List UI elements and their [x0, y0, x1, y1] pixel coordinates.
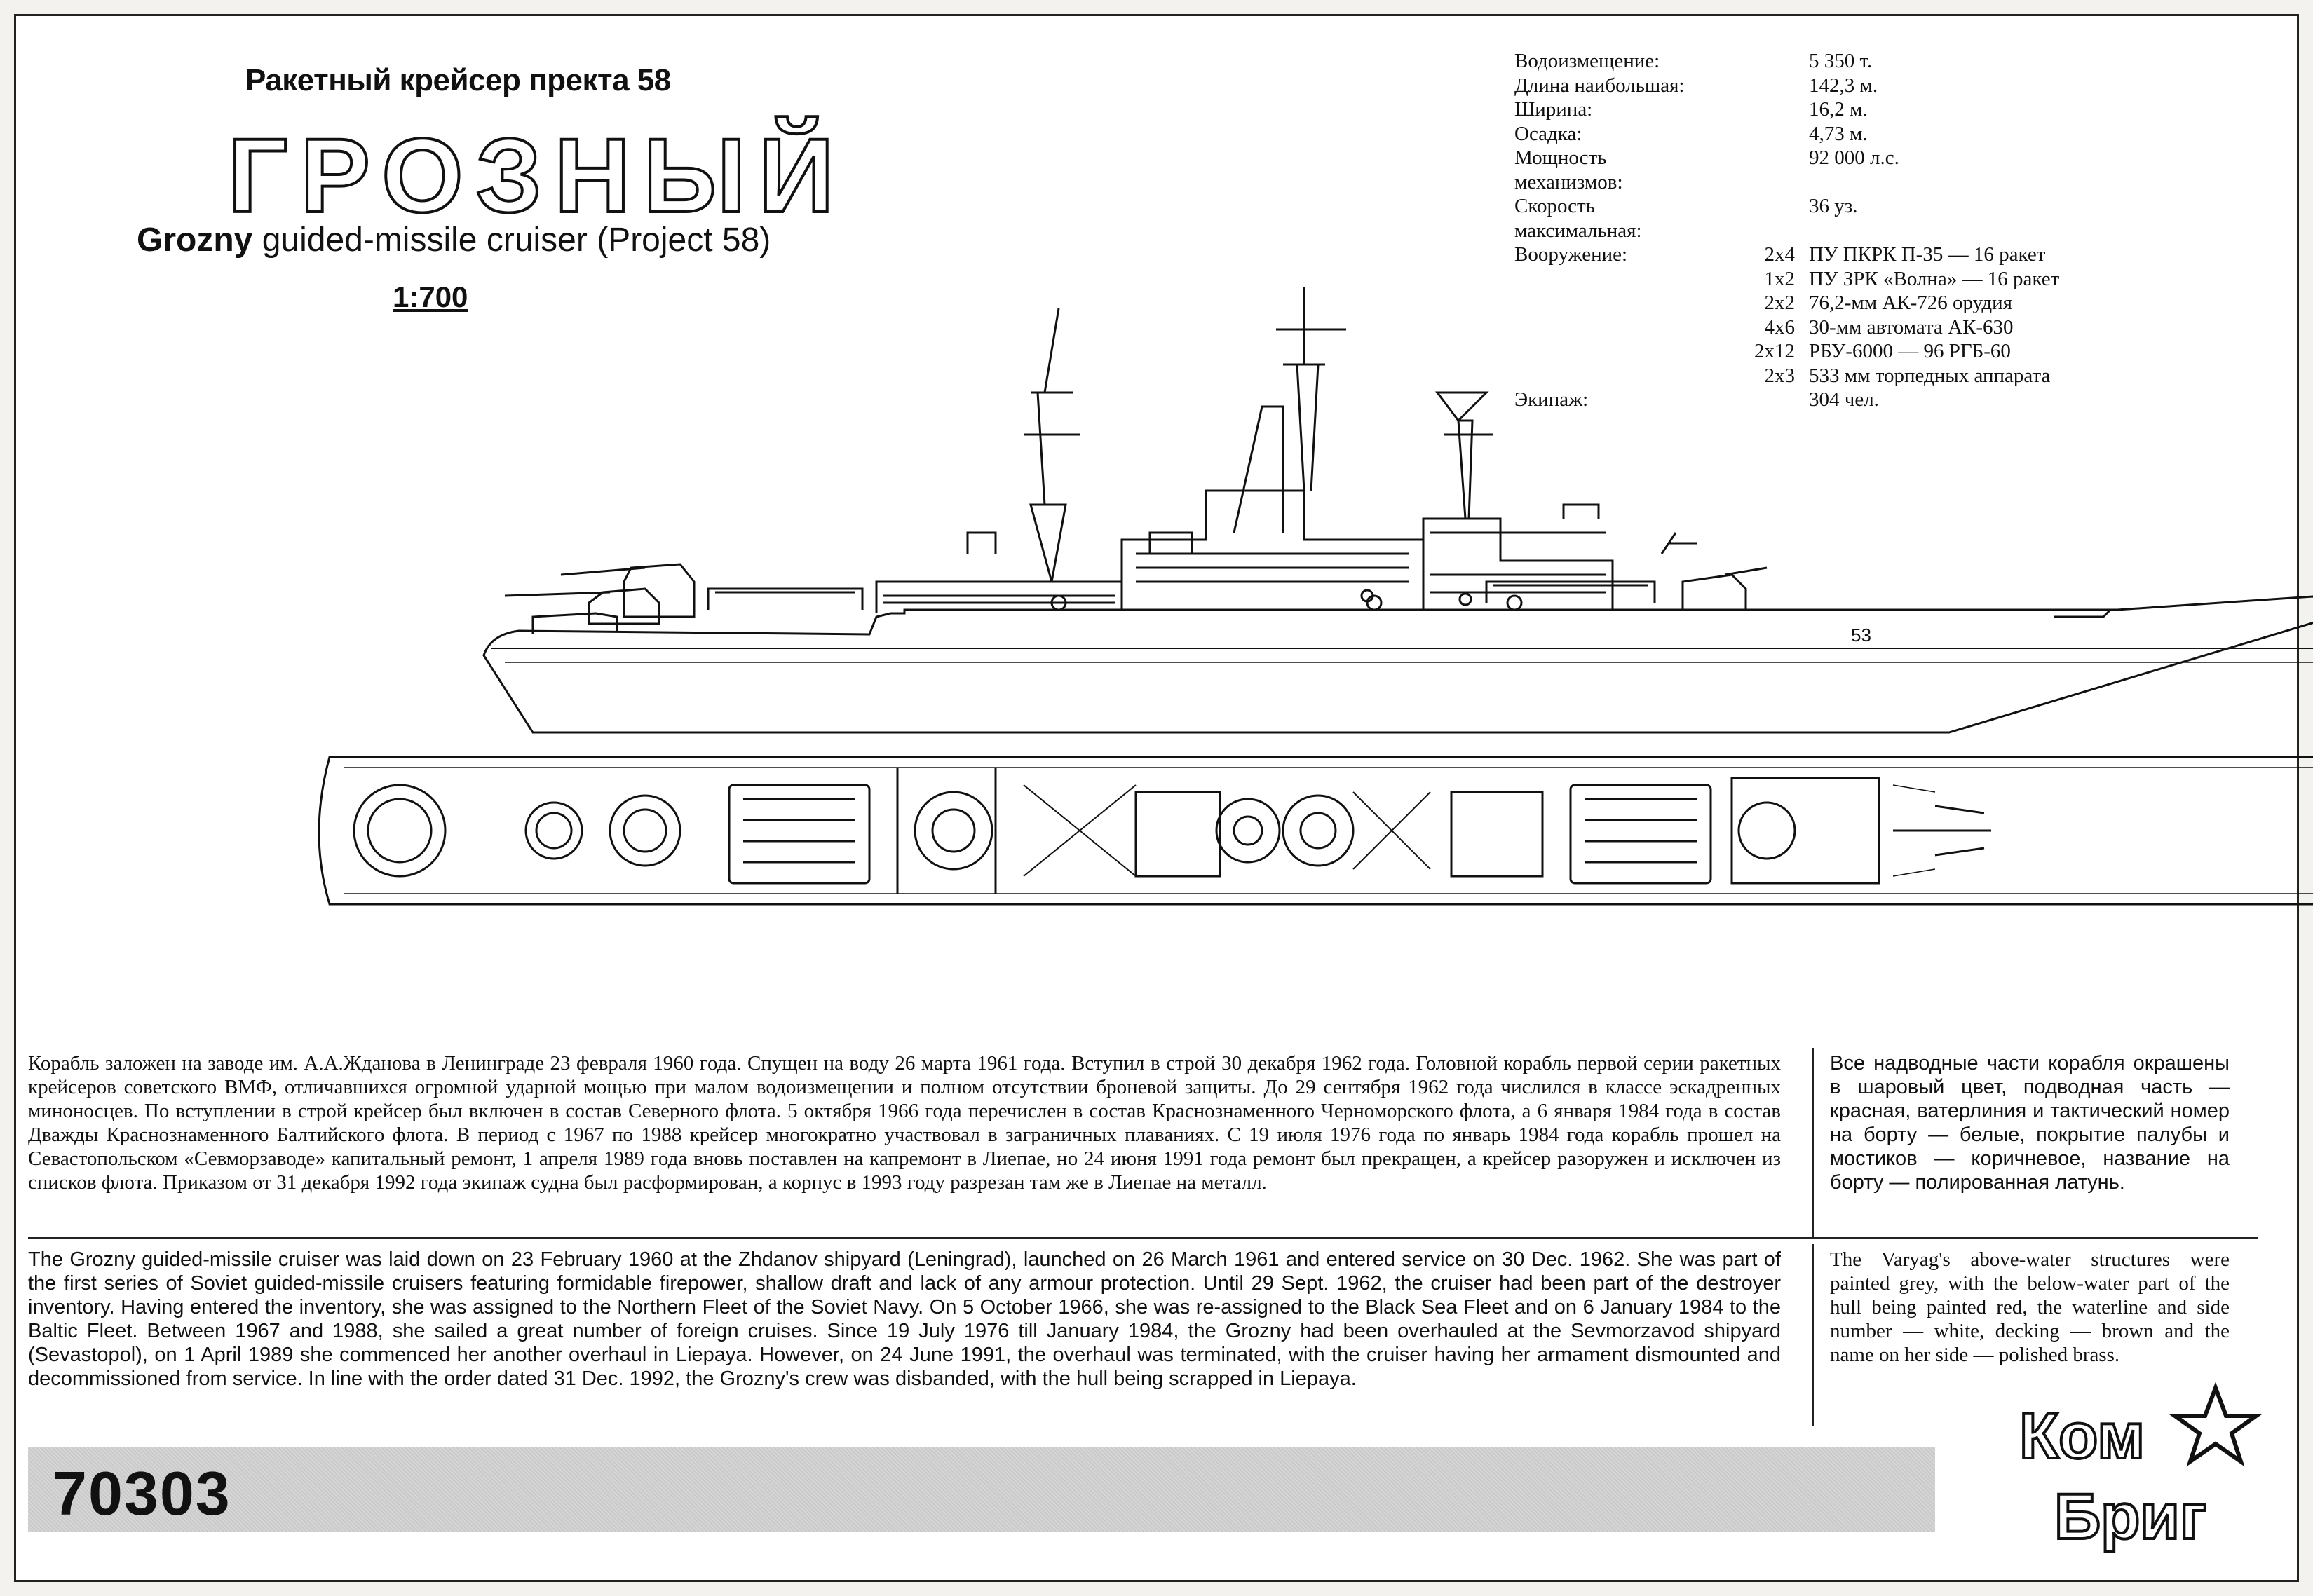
mast-fwd [1276, 287, 1346, 491]
paint-ru: Все надводные части корабля окрашены в ш… [1830, 1052, 2230, 1194]
spec-value: 142,3 м. [1809, 74, 1878, 97]
brand-top: Ком [2019, 1400, 2145, 1472]
spec-label: Водоизмещение: [1514, 50, 1660, 72]
launcher-aft [707, 587, 864, 610]
spec-row: Длина наибольшая: 142,3 м. [1514, 74, 2103, 98]
deck-outline [318, 756, 2313, 906]
spec-row: Ширина: 16,2 м. [1514, 97, 2103, 122]
history-en: The Grozny guided-missile cruiser was la… [28, 1248, 1781, 1390]
turret-aft [531, 612, 618, 634]
star-icon [2168, 1382, 2263, 1467]
spec-qty: 1x2 [1764, 267, 1796, 290]
spec-value: РБУ-6000 — 96 РГБ-60 [1809, 340, 2011, 362]
hull-side [482, 595, 2313, 734]
launcher-fwd-plan [1569, 784, 1712, 885]
spec-value: ПУ ЗРК «Волна» — 16 ракет [1809, 267, 2060, 290]
superstructure-mid [1120, 489, 1425, 610]
spec-label: Ширина: [1514, 98, 1593, 121]
brand-bottom: Бриг [2054, 1481, 2206, 1553]
spec-row: 2x2 76,2-мм АК-726 орудия [1514, 291, 2103, 315]
spec-label: Вооружение: [1514, 243, 1628, 266]
divider-col-top [1812, 1048, 1814, 1237]
ship-drawings: 53 [318, 287, 2313, 906]
spec-value: 36 уз. [1809, 195, 1858, 217]
spec-label: Осадка: [1514, 122, 1582, 145]
spec-qty: 2x3 [1764, 364, 1796, 387]
footer-band [28, 1447, 1935, 1532]
scale-label: 1:700 [393, 280, 468, 313]
spec-row: 1x2 ПУ ЗРК «Волна» — 16 ракет [1514, 267, 2103, 292]
paint-en: The Varyag's above-water structures were… [1830, 1248, 2230, 1366]
plan-view [318, 756, 2313, 906]
spec-label: Экипаж: [1514, 388, 1589, 411]
spec-value: 5 350 т. [1809, 50, 1873, 72]
spec-row: Скорость максимальная: 36 уз. [1514, 194, 2103, 243]
spec-label: Длина наибольшая: [1514, 74, 1685, 97]
spec-qty: 2x12 [1754, 340, 1795, 362]
gun-mount-fwd [1681, 566, 1768, 611]
instruction-sheet [14, 14, 2299, 1582]
divider-col-bottom [1812, 1244, 1814, 1426]
title-en-bold: Grozny [137, 221, 253, 259]
spec-qty: 2x4 [1764, 243, 1796, 266]
kombrig-logo: Ком Бриг [2018, 1382, 2263, 1554]
catalog-number: 70303 [53, 1459, 231, 1528]
spec-label: Скорость максимальная: [1514, 195, 1642, 242]
title-en: Grozny guided-missile cruiser (Project 5… [137, 221, 771, 259]
history-ru: Корабль заложен на заводе им. А.А.Жданов… [28, 1052, 1781, 1194]
superstructure-aft [875, 580, 1123, 613]
ship-name-ru: ГРОЗНЫЙ [226, 116, 847, 234]
spec-row: Мощность механизмов: 92 000 л.с. [1514, 146, 2103, 194]
spec-value: ПУ ПКРК П-35 — 16 ракет [1809, 243, 2046, 266]
spec-value: 4,73 м. [1809, 122, 1868, 145]
spec-row: 4x6 30-мм автомата АК-630 [1514, 315, 2103, 340]
turret-aft-2 [560, 563, 696, 618]
spec-qty: 2x2 [1764, 292, 1796, 314]
spec-row: Водоизмещение: 5 350 т. [1514, 49, 2103, 74]
spec-label: Мощность механизмов: [1514, 146, 1623, 193]
spec-row: 2x12 РБУ-6000 — 96 РГБ-60 [1514, 339, 2103, 364]
launcher-aft-plan [728, 784, 871, 885]
title-en-rest: guided-missile cruiser (Project 58) [252, 221, 771, 259]
spec-row: Вооружение: 2x4 ПУ ПКРК П-35 — 16 ракет [1514, 243, 2103, 267]
spec-value: 16,2 м. [1809, 98, 1868, 121]
specs-table: Водоизмещение: 5 350 т. Длина наибольшая: 1… [1514, 49, 2103, 412]
spec-value: 533 мм торпедных аппарата [1809, 364, 2051, 387]
spec-value: 76,2-мм АК-726 орудия [1809, 292, 2012, 314]
subtitle-ru: Ракетный крейсер пректа 58 [245, 63, 671, 97]
radar-plan-aft [914, 791, 993, 871]
spec-row: Осадка: 4,73 м. [1514, 122, 2103, 146]
helipad [353, 784, 447, 878]
spec-row: Экипаж: 304 чел. [1514, 388, 2103, 412]
side-profile: 53 [482, 287, 2313, 734]
spec-value: 30-мм автомата АК-630 [1809, 315, 2014, 339]
hull-number: 53 [1851, 625, 1871, 646]
launcher-fwd [1485, 580, 1656, 603]
spec-value: 92 000 л.с. [1809, 146, 1899, 169]
spec-row: 2x3 533 мм торпедных аппарата [1514, 364, 2103, 388]
superstructure-fwd [1422, 517, 1614, 610]
funnel-fwd [1233, 405, 1284, 533]
divider-ru-en [28, 1237, 2258, 1239]
spec-qty: 4x6 [1764, 315, 1796, 339]
spec-value: 304 чел. [1809, 388, 1879, 411]
mast-fwd-2 [1435, 391, 1493, 519]
mast-aft [1024, 308, 1080, 582]
